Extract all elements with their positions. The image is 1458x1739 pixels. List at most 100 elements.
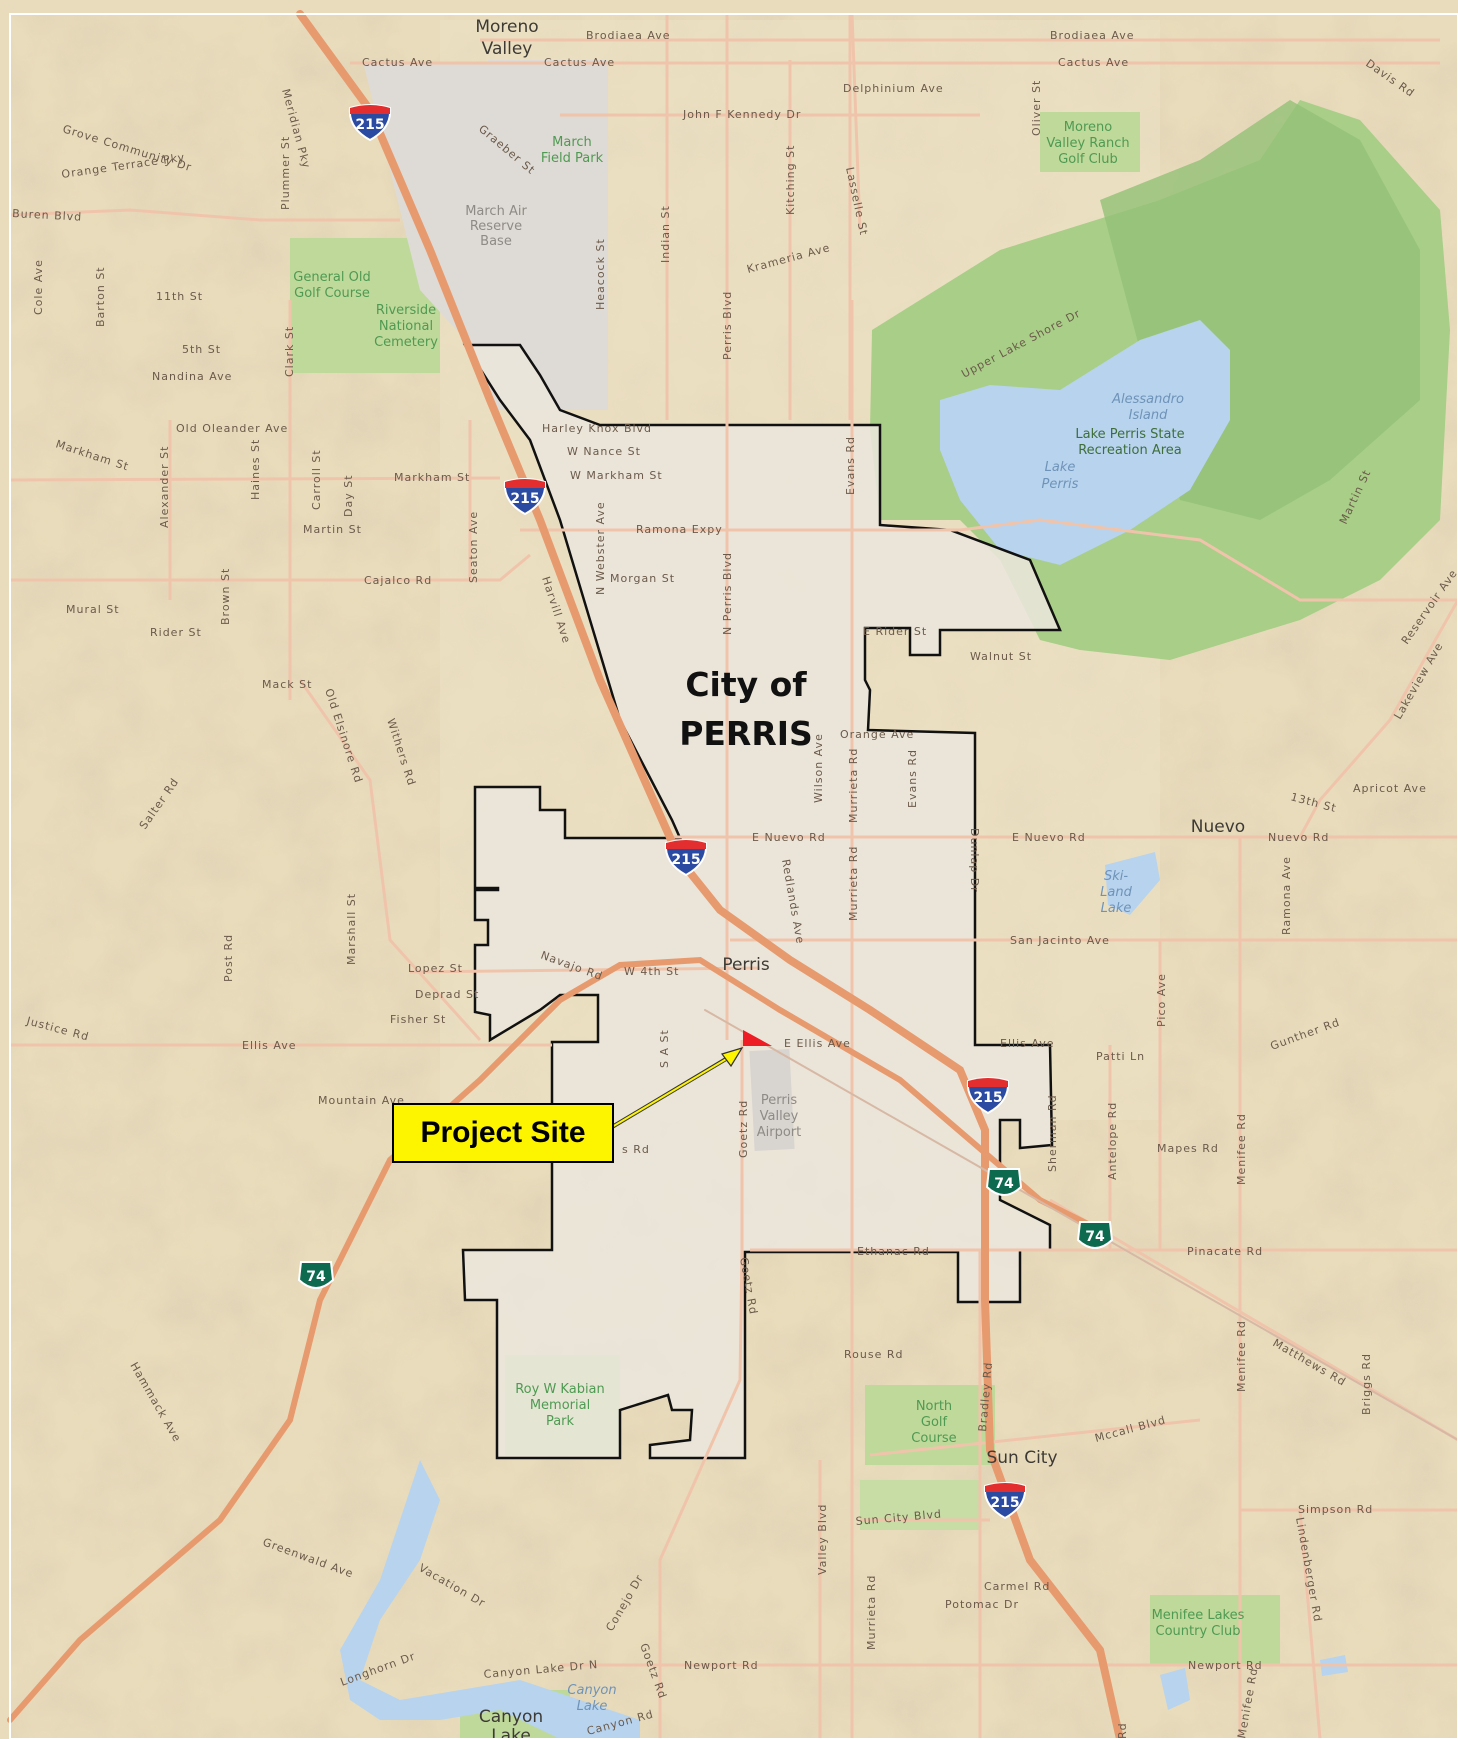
park-riverside-cemetery: Cemetery bbox=[374, 335, 438, 350]
road-label: Haines St bbox=[249, 439, 262, 500]
road-label: Heacock St bbox=[594, 238, 607, 310]
interstate-215-shield: 215 bbox=[348, 104, 392, 142]
road-label: Valley Blvd bbox=[816, 1504, 829, 1575]
water-canyon-lake: Lake bbox=[577, 1699, 608, 1714]
road-label: W Nance St bbox=[567, 445, 641, 458]
road-label: Morgan St bbox=[610, 572, 675, 585]
road-label: Mapes Rd bbox=[1157, 1142, 1219, 1155]
callout-arrowhead bbox=[721, 1046, 744, 1068]
road-label: Carroll St bbox=[310, 449, 323, 510]
road-label: Fisher St bbox=[390, 1013, 446, 1026]
park-north-golf: Golf bbox=[921, 1415, 948, 1430]
water-ski-land-lake: Lake bbox=[1101, 901, 1132, 916]
road-old-elsinore bbox=[298, 679, 482, 1042]
road-label: Carmel Rd bbox=[984, 1580, 1050, 1593]
road-label: W Markham St bbox=[570, 469, 663, 482]
road-label: Wilson Ave bbox=[812, 733, 825, 803]
road-label: Evans Rd bbox=[844, 436, 857, 495]
road-label: Dunlap Dr bbox=[968, 828, 981, 893]
menifee-lake bbox=[1160, 1668, 1190, 1710]
state-route-shield-icon bbox=[985, 1168, 1023, 1196]
road-label: Simpson Rd bbox=[1298, 1503, 1373, 1516]
state-route-74-shield: 74 bbox=[297, 1261, 335, 1289]
road-label: Mountain Ave bbox=[318, 1094, 405, 1107]
road-label: Marshall St bbox=[345, 893, 358, 965]
project-site-marker[interactable] bbox=[743, 1030, 772, 1046]
road-label: Nuevo Rd bbox=[1268, 831, 1329, 844]
road-label: Cactus Ave bbox=[362, 56, 433, 69]
park-roy-kabian: Park bbox=[546, 1414, 575, 1429]
interstate-shield-top bbox=[985, 1483, 1025, 1492]
road-label: Delphinium Ave bbox=[843, 82, 944, 95]
place-canyon-lake: Canyon bbox=[479, 1707, 543, 1727]
interstate-number: 215 bbox=[510, 491, 539, 507]
road-label: Briggs Rd bbox=[1360, 1353, 1373, 1415]
place-labels: Moreno Valley Perris Nuevo Sun City Cany… bbox=[475, 17, 1245, 1739]
road-label: Cajalco Rd bbox=[364, 574, 432, 587]
road-label: Barton St bbox=[94, 266, 107, 327]
road-label: Markham St bbox=[394, 471, 470, 484]
place-perris: Perris bbox=[722, 955, 770, 975]
road-label: Martin St bbox=[303, 523, 362, 536]
sr-74-highway bbox=[7, 956, 1103, 1723]
interstate-215-shield: 215 bbox=[966, 1077, 1010, 1115]
park-menifee-lakes: Menifee Lakes bbox=[1152, 1608, 1245, 1623]
road-label: Bradley Rd bbox=[976, 1361, 995, 1432]
park-riverside-cemetery: National bbox=[379, 319, 433, 334]
menifee-lakes-cc bbox=[1150, 1595, 1280, 1665]
interstate-number: 215 bbox=[973, 1090, 1002, 1106]
road-label: Day St bbox=[342, 474, 355, 517]
ski-land-lake bbox=[1105, 852, 1160, 915]
road-lasselle bbox=[850, 13, 862, 231]
road-network bbox=[9, 13, 1458, 1739]
sun-city-park bbox=[860, 1480, 980, 1530]
state-route-number: 74 bbox=[994, 1176, 1014, 1192]
road-label: John F Kennedy Dr bbox=[682, 108, 801, 121]
water-labels: Alessandro Island Lake Perris Ski- Land … bbox=[567, 392, 1184, 1714]
park-lake-perris-sra: Lake Perris State bbox=[1075, 427, 1184, 442]
road-label: Post Rd bbox=[222, 934, 235, 982]
callout-arrow bbox=[611, 1054, 734, 1128]
road-goetz bbox=[658, 1040, 744, 1739]
road-lakeview bbox=[1298, 599, 1458, 838]
road-label: Evans Rd bbox=[906, 749, 919, 808]
park-moreno-ranch-golf: Moreno bbox=[1064, 120, 1112, 135]
interstate-215-shield: 215 bbox=[503, 478, 547, 516]
road-label: Ethanac Rd bbox=[857, 1245, 930, 1258]
place-moreno-valley: Valley bbox=[482, 39, 533, 59]
road-label: E Ellis Ave bbox=[784, 1037, 851, 1050]
water-lake-perris: Lake bbox=[1045, 460, 1076, 475]
park-moreno-ranch-golf: Valley Ranch bbox=[1046, 136, 1129, 151]
rail-line bbox=[704, 1009, 1458, 1441]
park-north-golf: North bbox=[916, 1399, 952, 1414]
road-label: Murrieta Rd bbox=[847, 748, 860, 823]
park-roy-kabian: Memorial bbox=[530, 1398, 590, 1413]
road-label: Newport Rd bbox=[684, 1659, 759, 1672]
road-label: Rouse Rd bbox=[844, 1348, 903, 1361]
state-route-shield-icon bbox=[1076, 1221, 1114, 1249]
park-general-old: Golf Course bbox=[294, 286, 370, 301]
park-menifee-lakes: Country Club bbox=[1156, 1624, 1241, 1639]
interstate-number: 215 bbox=[355, 117, 384, 133]
road-label: Walnut St bbox=[970, 650, 1032, 663]
label-perris-valley-airport: Valley bbox=[760, 1109, 799, 1124]
city-title-line1: City of bbox=[685, 665, 807, 704]
park-north-golf: Course bbox=[911, 1431, 956, 1446]
state-route-74-shield: 74 bbox=[985, 1168, 1023, 1196]
label-march-air-reserve: March Air bbox=[465, 204, 527, 219]
road-cajalco bbox=[10, 553, 531, 582]
road-label: 5th St bbox=[182, 343, 221, 356]
water-ski-land-lake: Land bbox=[1100, 885, 1132, 900]
road-label: Cactus Ave bbox=[1058, 56, 1129, 69]
road-label: Deprad St bbox=[415, 988, 479, 1001]
road-4th bbox=[409, 966, 761, 974]
road-lindenberger bbox=[1298, 1509, 1322, 1739]
canyon-lake bbox=[340, 1460, 640, 1739]
label-march-air-reserve: Base bbox=[480, 234, 512, 249]
park-roy-kabian: Roy W Kabian bbox=[515, 1382, 605, 1397]
road-label: Clark St bbox=[283, 326, 296, 377]
road-label: E Nuevo Rd bbox=[752, 831, 826, 844]
road-label: Kitching St bbox=[784, 145, 797, 215]
road-label: Oliver St bbox=[1030, 80, 1043, 136]
